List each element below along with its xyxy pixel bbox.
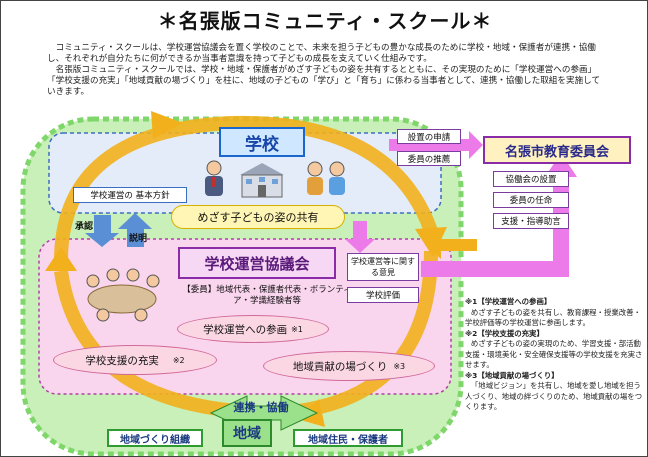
- region-residents-box: 地域住民・保護者: [293, 429, 403, 447]
- board-title: 名張市教育委員会: [483, 136, 631, 164]
- pillar-contribution-mark: ※3: [393, 361, 406, 371]
- opinion-box: 学校運営等に関する意見: [347, 253, 419, 281]
- pillar-support-mark: ※2: [172, 355, 185, 365]
- students-icon: [301, 159, 353, 201]
- board-item-0: 協働会の設置: [493, 171, 569, 187]
- intro-paragraph-1: コミュニティ・スクールは、学校運営協議会を置く学校のことで、未来を担う子どもの豊…: [47, 43, 596, 64]
- pillar-participation: 学校運営への参画※1: [177, 315, 329, 343]
- meeting-icon: [73, 263, 171, 323]
- note-1-body: めざす子どもの姿を共有し、教育課程・授業改善・学校評価等の学校運営に参画します。: [465, 307, 641, 328]
- page-title: ＊名張版コミュニティ・スクール＊: [157, 9, 493, 33]
- school-title: 学校: [219, 127, 305, 157]
- board-item-2: 支援・指導助言: [493, 213, 569, 229]
- shared-goal-banner: めざす子どもの姿の共有: [171, 205, 345, 229]
- request-box: 設置の申請: [397, 129, 461, 144]
- note-3-body: 「地域ビジョン」を共有し、地域を愛し地域を担う人づくり、地域の絆づくりのため、地…: [465, 381, 643, 411]
- approval-label: 承認: [75, 222, 94, 232]
- recommend-box: 委員の推薦: [397, 151, 461, 166]
- note-2-head: ※2【学校支援の充実】: [465, 328, 544, 338]
- notes-panel: ※1【学校運営への参画】 めざす子どもの姿を共有し、教育課程・授業改善・学校評価…: [465, 297, 643, 413]
- collab-label: 連携・協働: [233, 401, 289, 414]
- pillar-contribution-label: 地域貢献の場づくり: [292, 360, 388, 373]
- pillar-contribution: 地域貢献の場づくり ※3: [263, 351, 435, 381]
- region-organization-box: 地域づくり組織: [107, 429, 203, 447]
- note-1-head: ※1【学校運営への参画】: [465, 297, 552, 306]
- intro-paragraph-2: 名張版コミュニティ・スクールでは、学校・地域・保護者がめざす子どもの姿を共有する…: [47, 65, 601, 97]
- explanation-label: 説明: [129, 234, 148, 244]
- council-title: 学校運営協議会: [178, 247, 336, 279]
- pink-arrow-request: [389, 131, 483, 159]
- pillar-support: 学校支援の充実 ※2: [53, 345, 217, 375]
- note-2-body: めざす子どもの姿の実現のため、学習支援・部活動支援・環境美化・安全確保支援等の学…: [465, 339, 643, 369]
- school-building-icon: [236, 161, 288, 199]
- school-policy-box: 学校運営の 基本方針: [73, 187, 187, 203]
- orange-arrowhead-left: [45, 247, 77, 271]
- board-item-1: 委員の任命: [493, 192, 569, 208]
- pillar-participation-label: 学校運営への参画: [203, 323, 288, 336]
- approval-arrow: [85, 215, 119, 247]
- council-members: 【委員】地域代表・保護者代表・ボランティア・学識経験者等: [182, 285, 352, 306]
- orange-arrow-to-council: [425, 231, 477, 259]
- note-3-head: ※3【地域貢献の場づくり】: [465, 370, 559, 380]
- teacher-icon: [199, 159, 229, 199]
- region-title: 地域: [222, 419, 272, 447]
- orange-arrowhead-top: [151, 111, 183, 139]
- explanation-arrow: [118, 213, 152, 247]
- intro-text: コミュニティ・スクールは、学校運営協議会を置く学校のことで、未来を担う子どもの豊…: [47, 43, 607, 98]
- pillar-support-label: 学校支援の充実: [85, 354, 159, 367]
- evaluation-box: 学校評価: [347, 287, 419, 303]
- pink-arrow-down: [345, 221, 375, 253]
- pillar-participation-mark: ※1: [291, 324, 303, 334]
